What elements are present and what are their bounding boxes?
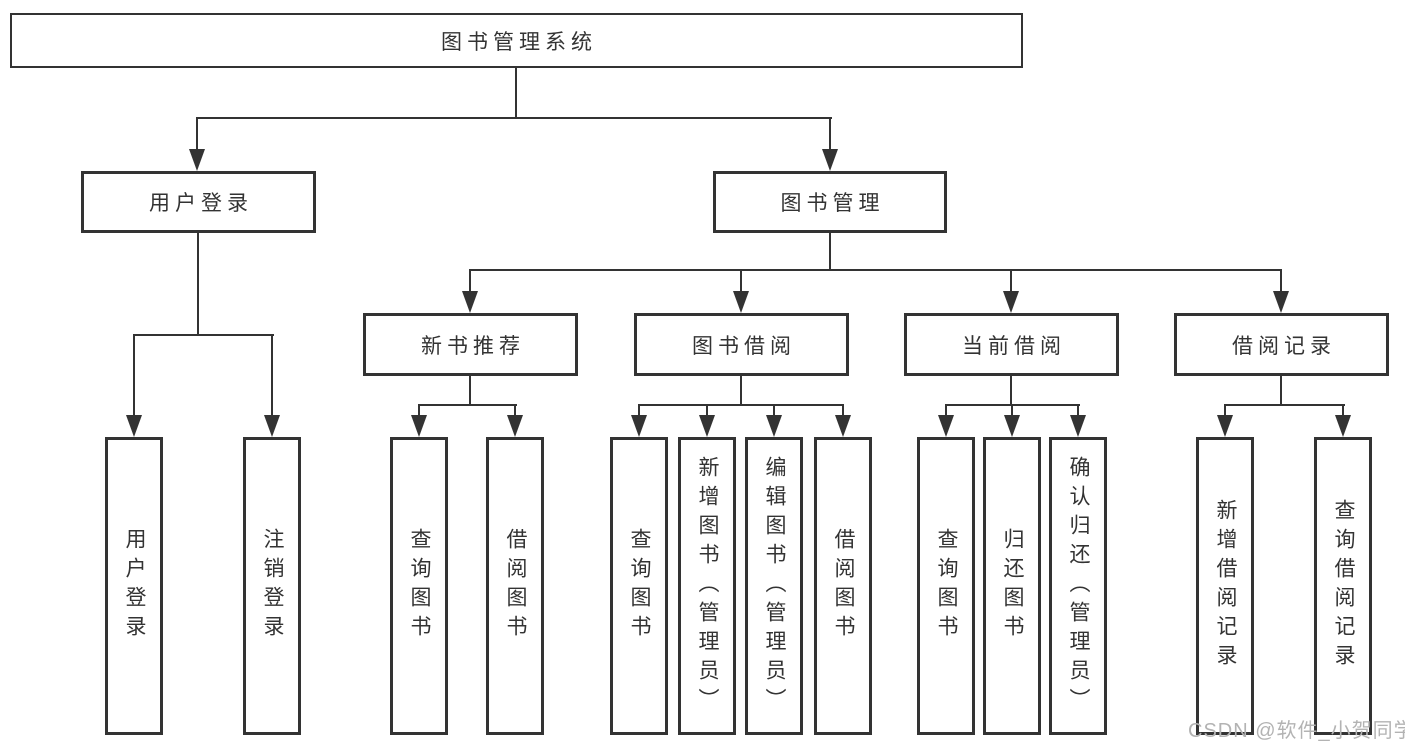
connector-vline <box>1010 376 1012 406</box>
leaf-query-books-2: 查询图书 <box>610 437 668 735</box>
node-label: 注销登录 <box>261 528 284 644</box>
leaf-add-book-admin: 新增图书（管理员） <box>678 437 736 735</box>
leaf-borrow-books-2: 借阅图书 <box>814 437 872 735</box>
watermark-text: CSDN @软件_小贺同学 <box>1188 720 1405 742</box>
connector-arrow <box>699 404 715 437</box>
connector-arrow <box>822 117 838 171</box>
leaf-confirm-return-admin: 确认归还（管理员） <box>1049 437 1107 735</box>
connector-vline <box>829 233 831 271</box>
connector-arrow <box>1335 404 1351 437</box>
connector-vline <box>515 68 517 119</box>
node-label: 图书管理 <box>780 192 885 215</box>
connector-hline <box>418 404 517 406</box>
connector-arrow <box>1217 404 1233 437</box>
node-label: 编辑图书（管理员） <box>763 455 786 717</box>
leaf-query-borrow-record: 查询借阅记录 <box>1314 437 1372 735</box>
node-label: 图书借阅 <box>692 334 796 358</box>
connector-hline <box>196 117 832 119</box>
node-label: 查询图书 <box>628 528 651 644</box>
leaf-user-login: 用户登录 <box>105 437 163 735</box>
node-label: 查询图书 <box>935 528 958 644</box>
connector-vline <box>740 376 742 406</box>
leaf-query-books-3: 查询图书 <box>917 437 975 735</box>
node-current-borrow: 当前借阅 <box>904 313 1119 376</box>
node-label: 借阅记录 <box>1232 334 1336 358</box>
node-label: 新增借阅记录 <box>1214 499 1237 673</box>
leaf-return-book: 归还图书 <box>983 437 1041 735</box>
node-label: 图书管理系统 <box>441 30 597 54</box>
connector-arrow <box>462 269 478 313</box>
connector-arrow <box>835 404 851 437</box>
connector-arrow <box>1070 404 1086 437</box>
node-label: 用户登录 <box>149 192 253 215</box>
connector-hline <box>469 269 1282 271</box>
node-root: 图书管理系统 <box>10 13 1023 68</box>
connector-arrow <box>189 117 205 171</box>
node-book-management: 图书管理 <box>713 171 947 233</box>
node-label: 新增图书（管理员） <box>696 455 719 717</box>
connector-hline <box>1224 404 1345 406</box>
node-label: 确认归还（管理员） <box>1067 455 1090 717</box>
node-label: 用户登录 <box>123 528 146 644</box>
connector-vline <box>469 376 471 406</box>
node-new-book-recommend: 新书推荐 <box>363 313 578 376</box>
leaf-edit-book-admin: 编辑图书（管理员） <box>745 437 803 735</box>
connector-arrow <box>126 334 142 437</box>
leaf-query-books-1: 查询图书 <box>390 437 448 735</box>
connector-hline <box>133 334 274 336</box>
connector-arrow <box>507 404 523 437</box>
node-label: 借阅图书 <box>832 528 855 644</box>
connector-vline <box>1280 376 1282 406</box>
node-book-borrow: 图书借阅 <box>634 313 849 376</box>
node-label: 查询借阅记录 <box>1332 499 1355 673</box>
connector-arrow <box>733 269 749 313</box>
leaf-borrow-books-1: 借阅图书 <box>486 437 544 735</box>
connector-arrow <box>264 334 280 437</box>
node-user-login: 用户登录 <box>81 171 316 233</box>
node-label: 当前借阅 <box>962 334 1066 358</box>
connector-arrow <box>631 404 647 437</box>
node-label: 借阅图书 <box>504 528 527 644</box>
connector-vline <box>197 233 199 336</box>
connector-arrow <box>1273 269 1289 313</box>
connector-arrow <box>938 404 954 437</box>
leaf-logout: 注销登录 <box>243 437 301 735</box>
connector-arrow <box>766 404 782 437</box>
connector-arrow <box>411 404 427 437</box>
connector-arrow <box>1003 269 1019 313</box>
node-label: 新书推荐 <box>421 334 525 358</box>
node-label: 查询图书 <box>408 528 431 644</box>
connector-hline <box>638 404 844 406</box>
node-borrow-records: 借阅记录 <box>1174 313 1389 376</box>
connector-arrow <box>1004 404 1020 437</box>
node-label: 归还图书 <box>1001 528 1024 644</box>
leaf-add-borrow-record: 新增借阅记录 <box>1196 437 1254 735</box>
